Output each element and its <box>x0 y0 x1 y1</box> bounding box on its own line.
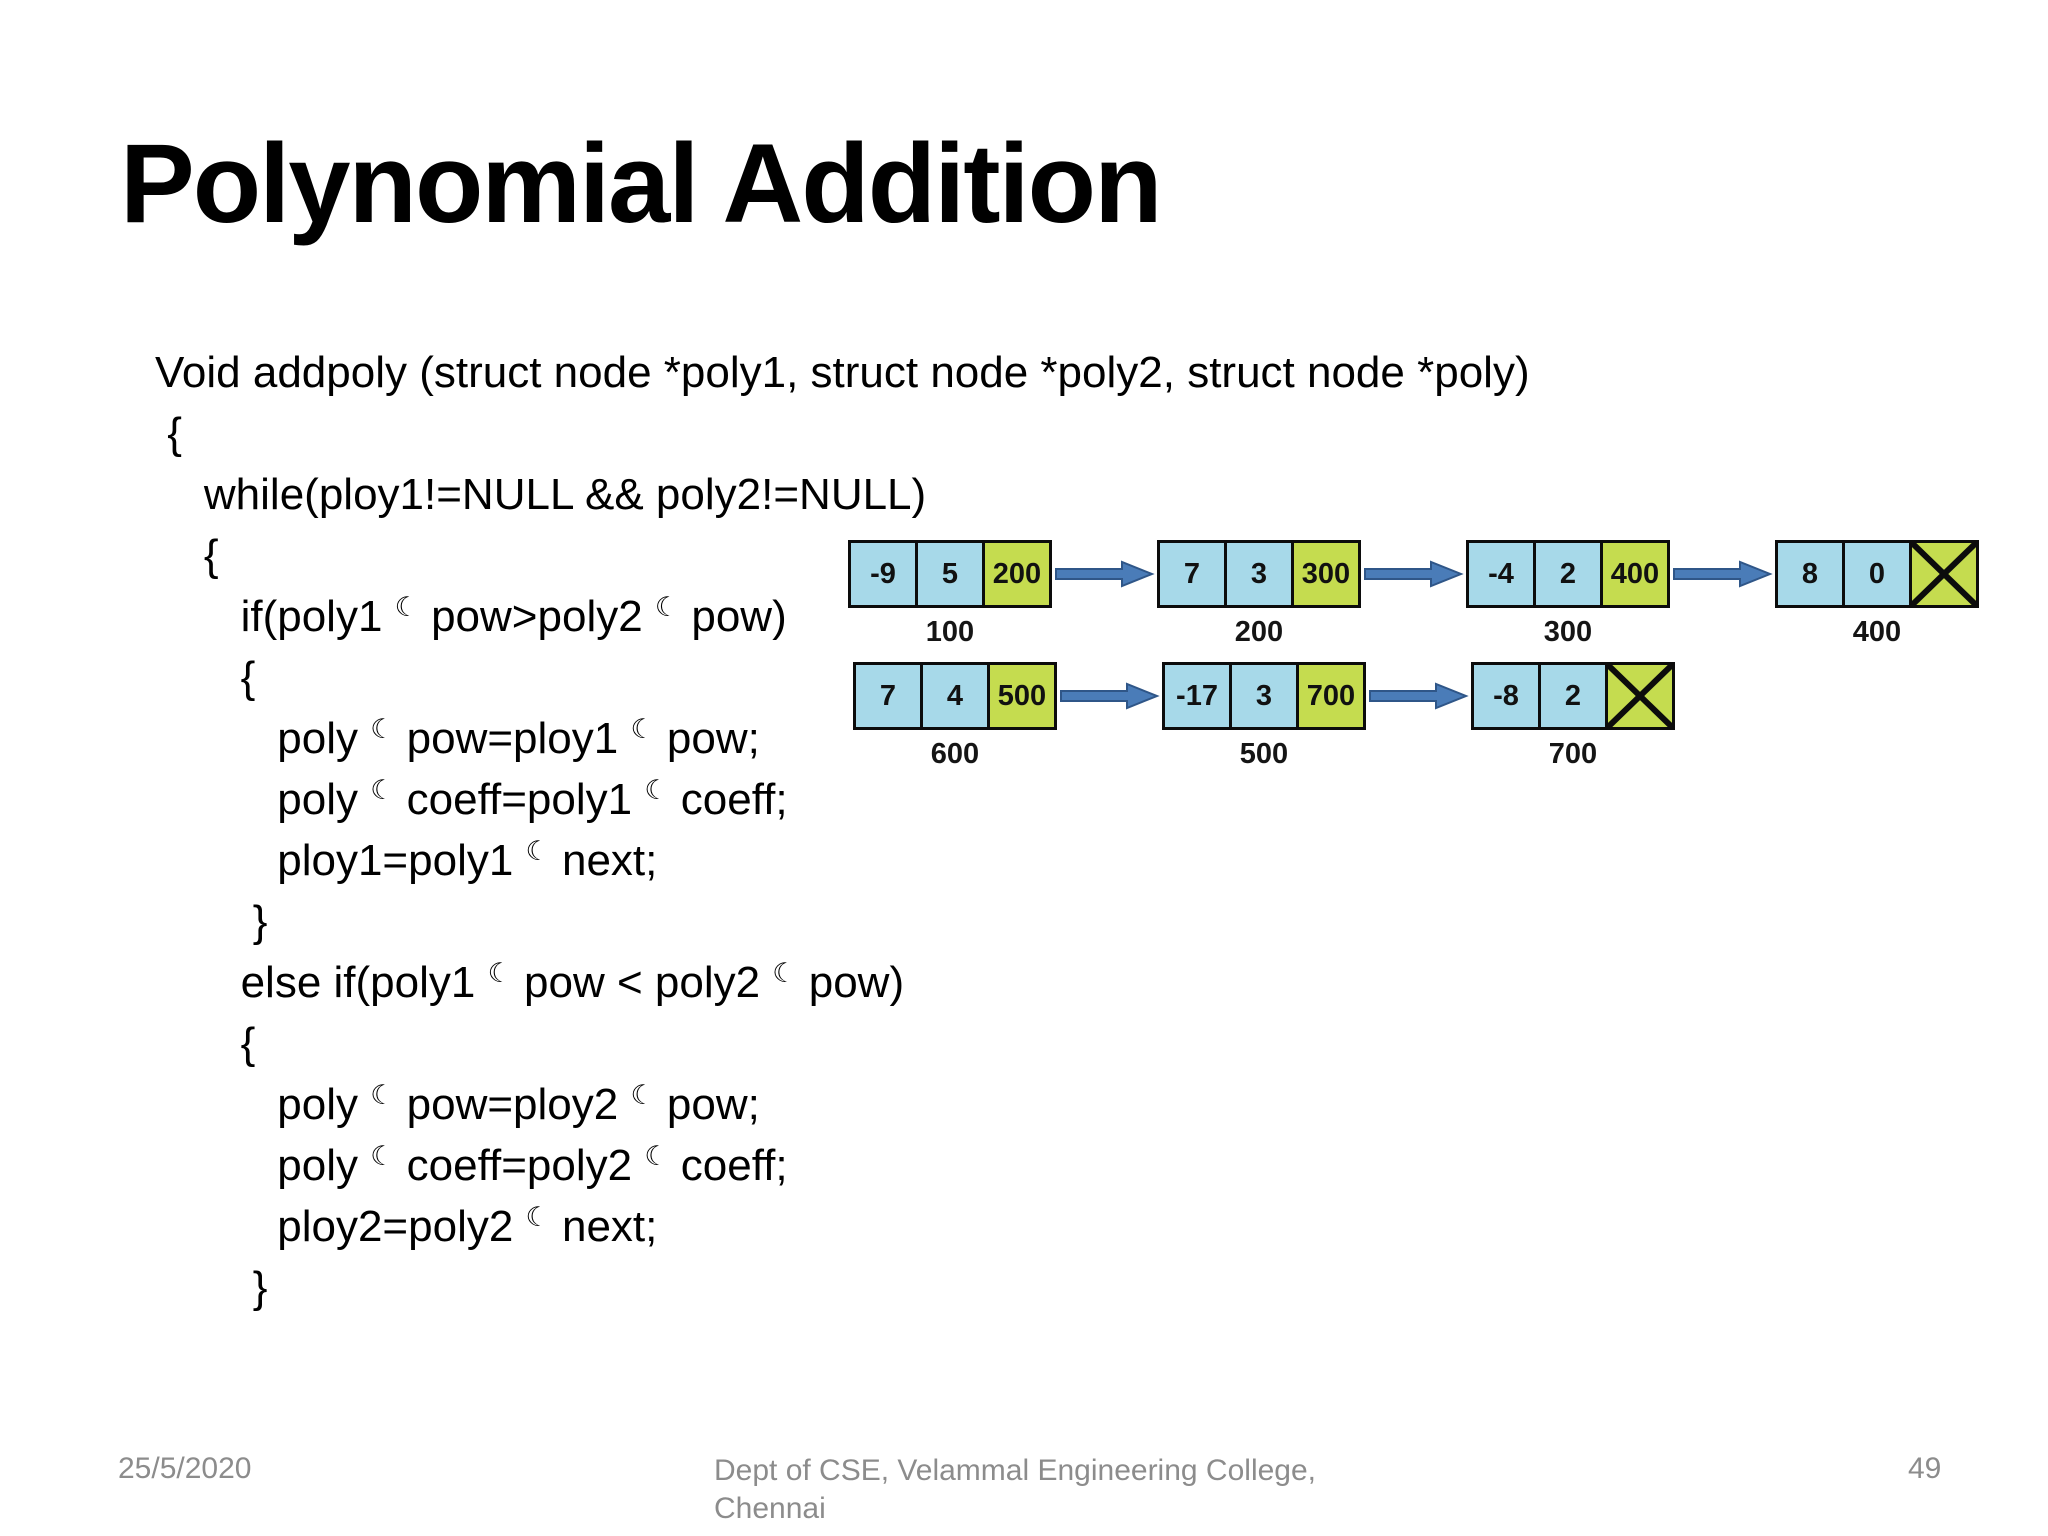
pow-cell: 3 <box>1227 543 1294 605</box>
code-line: { <box>155 1019 256 1068</box>
next-cell <box>1912 543 1976 605</box>
coeff-cell: -9 <box>851 543 918 605</box>
next-cell: 400 <box>1603 543 1667 605</box>
code-line: ploy2=poly2 ☾ next; <box>155 1202 658 1251</box>
pow-cell: 2 <box>1536 543 1603 605</box>
node-address-label: 600 <box>930 738 980 770</box>
node-address-label: 400 <box>1852 616 1902 648</box>
null-pointer-icon <box>1912 543 1976 605</box>
footer-date: 25/5/2020 <box>118 1452 252 1485</box>
coeff-cell: 7 <box>1160 543 1227 605</box>
next-cell: 200 <box>985 543 1049 605</box>
code-line: } <box>155 897 268 946</box>
code-line: { <box>155 653 256 702</box>
coeff-cell: -17 <box>1165 665 1232 727</box>
code-line: ploy1=poly1 ☾ next; <box>155 836 658 885</box>
footer-center-line1: Dept of CSE, Velammal Engineering Colleg… <box>714 1454 1316 1487</box>
code-line: if(poly1 ☾ pow>poly2 ☾ pow) <box>155 592 787 641</box>
coeff-cell: 8 <box>1778 543 1845 605</box>
code-line: poly ☾ coeff=poly1 ☾ coeff; <box>155 775 788 824</box>
next-pointer-arrow-icon <box>1366 681 1471 711</box>
slide-title: Polynomial Addition <box>120 121 1162 246</box>
next-cell <box>1608 665 1672 727</box>
pow-cell: 2 <box>1541 665 1608 727</box>
code-line: Void addpoly (struct node *poly1, struct… <box>155 348 1530 397</box>
footer-center-line2: Chennai <box>714 1492 826 1525</box>
next-pointer-arrow-icon <box>1670 559 1775 589</box>
node-address-label: 700 <box>1548 738 1598 770</box>
code-block: Void addpoly (struct node *poly1, struct… <box>155 342 1530 1318</box>
coeff-cell: 7 <box>856 665 923 727</box>
node-address-label: 200 <box>1234 616 1284 648</box>
null-pointer-icon <box>1608 665 1672 727</box>
pow-cell: 4 <box>923 665 990 727</box>
next-cell: 500 <box>990 665 1054 727</box>
next-cell: 300 <box>1294 543 1358 605</box>
footer-center: Dept of CSE, Velammal Engineering Colleg… <box>714 1452 1394 1528</box>
coeff-cell: -4 <box>1469 543 1536 605</box>
next-pointer-arrow-icon <box>1057 681 1162 711</box>
pow-cell: 0 <box>1845 543 1912 605</box>
next-pointer-arrow-icon <box>1361 559 1466 589</box>
code-line: while(ploy1!=NULL && poly2!=NULL) <box>155 470 927 519</box>
next-cell: 700 <box>1299 665 1363 727</box>
pow-cell: 5 <box>918 543 985 605</box>
code-line: poly ☾ pow=ploy1 ☾ pow; <box>155 714 760 763</box>
code-line: else if(poly1 ☾ pow < poly2 ☾ pow) <box>155 958 905 1007</box>
code-line: { <box>155 409 182 458</box>
code-line: poly ☾ coeff=poly2 ☾ coeff; <box>155 1141 788 1190</box>
node-address-label: 500 <box>1239 738 1289 770</box>
coeff-cell: -8 <box>1474 665 1541 727</box>
node-address-label: 100 <box>925 616 975 648</box>
code-line: poly ☾ pow=ploy2 ☾ pow; <box>155 1080 760 1129</box>
page-number: 49 <box>1908 1452 1942 1485</box>
code-line: { <box>155 531 219 580</box>
node-address-label: 300 <box>1543 616 1593 648</box>
next-pointer-arrow-icon <box>1052 559 1157 589</box>
pow-cell: 3 <box>1232 665 1299 727</box>
code-line: } <box>155 1263 268 1312</box>
